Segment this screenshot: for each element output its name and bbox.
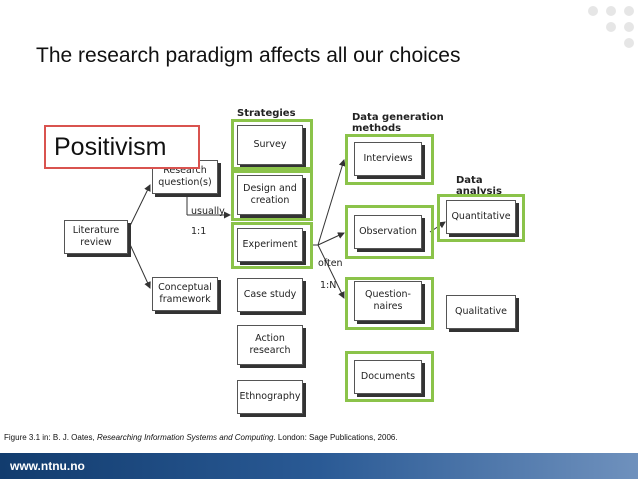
observation-box: Observation: [354, 215, 422, 249]
case-study-box: Case study: [237, 278, 303, 312]
interviews-box: Interviews: [354, 142, 422, 176]
caption-book-title: Researching Information Systems and Comp…: [96, 433, 274, 442]
conceptual-framework-box: Conceptual framework: [152, 277, 218, 311]
quantitative-highlight: [437, 194, 525, 242]
documents-highlight: [345, 351, 434, 402]
caption-prefix: Figure 3.1 in: B. J. Oates,: [4, 433, 97, 442]
questionnaires-highlight: [345, 277, 434, 330]
one-to-n-label: 1:N: [320, 280, 337, 291]
documents-box: Documents: [354, 360, 422, 394]
quantitative-box: Quantitative: [446, 200, 516, 234]
experiment-highlight: [231, 222, 313, 269]
survey-box: Survey: [237, 125, 303, 165]
survey-highlight: [231, 119, 313, 170]
interviews-highlight: [345, 134, 434, 185]
one-to-one-label: 1:1: [191, 226, 207, 237]
design-creation-box: Design and creation: [237, 175, 303, 215]
qualitative-box: Qualitative: [446, 295, 516, 329]
design-creation-highlight: [231, 170, 313, 221]
often-label: often: [318, 258, 343, 269]
usually-label: usually: [191, 206, 225, 217]
observation-highlight: [345, 205, 434, 259]
questionnaires-box: Question- naires: [354, 281, 422, 321]
slide-title: The research paradigm affects all our ch…: [36, 44, 461, 67]
positivism-label: Positivism: [44, 125, 200, 169]
data-generation-header: Data generation methods: [352, 112, 444, 134]
footer-url[interactable]: www.ntnu.no: [10, 459, 85, 473]
action-research-box: Action research: [237, 325, 303, 365]
ethnography-box: Ethnography: [237, 380, 303, 414]
literature-review-box: Literature review: [64, 220, 128, 254]
caption-suffix: . London: Sage Publications, 2006.: [273, 433, 398, 442]
figure-caption: Figure 3.1 in: B. J. Oates, Researching …: [4, 433, 398, 442]
strategies-header: Strategies: [237, 108, 296, 119]
footer-bar: www.ntnu.no: [0, 453, 638, 479]
data-analysis-header: Data analysis: [456, 175, 502, 197]
experiment-box: Experiment: [237, 228, 303, 262]
decorative-dots: [528, 0, 638, 60]
